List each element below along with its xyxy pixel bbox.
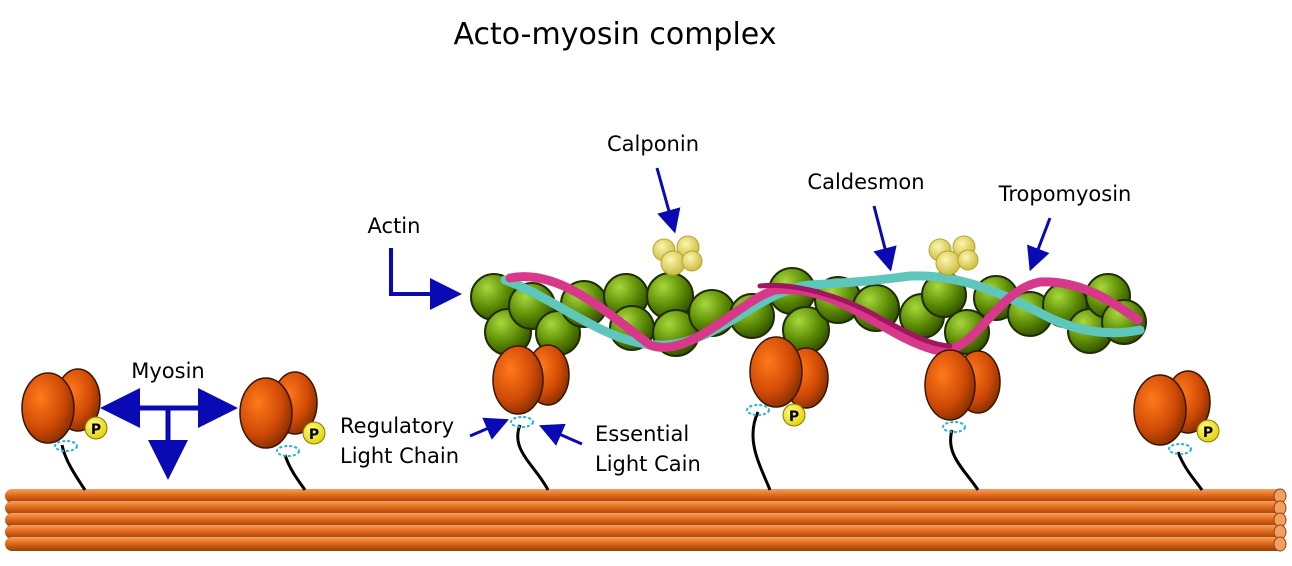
phosphate-label: P [309, 427, 319, 443]
caldesmon-molecule [928, 235, 979, 276]
myosin-head: P [21, 368, 108, 491]
myosin-head: P [746, 336, 829, 491]
thick-filament [5, 488, 1287, 552]
calponin-label: Calponin [607, 132, 699, 156]
essential-label-line1: Essential [595, 422, 689, 446]
essential-arrow [539, 423, 583, 446]
myosin-head: P [1133, 370, 1220, 491]
tropomyosin-arrow [1027, 217, 1052, 272]
tropomyosin-strands [500, 271, 1145, 356]
myosin-label: Myosin [131, 359, 204, 383]
myosin-head [492, 344, 570, 491]
calponin-molecule [652, 235, 703, 276]
phosphate-label: P [789, 409, 799, 425]
phosphate-label: P [1203, 425, 1213, 441]
regulatory-label-line2: Light Chain [340, 444, 459, 468]
actin-label: Actin [368, 214, 421, 238]
myosin-head [924, 349, 1001, 491]
actin-arrow [389, 248, 462, 310]
myosin-head: P [239, 371, 326, 491]
caldesmon-arrow [872, 205, 897, 272]
regulatory-label-line1: Regulatory [340, 414, 454, 438]
regulatory-arrow [469, 417, 510, 440]
phosphate-label: P [91, 422, 101, 438]
arrows [100, 167, 1052, 480]
caldesmon-label: Caldesmon [807, 170, 924, 194]
tropomyosin-label: Tropomyosin [998, 182, 1132, 206]
essential-label-line2: Light Cain [595, 452, 701, 476]
calponin-arrow [655, 167, 681, 234]
diagram-title: Acto-myosin complex [454, 17, 777, 52]
